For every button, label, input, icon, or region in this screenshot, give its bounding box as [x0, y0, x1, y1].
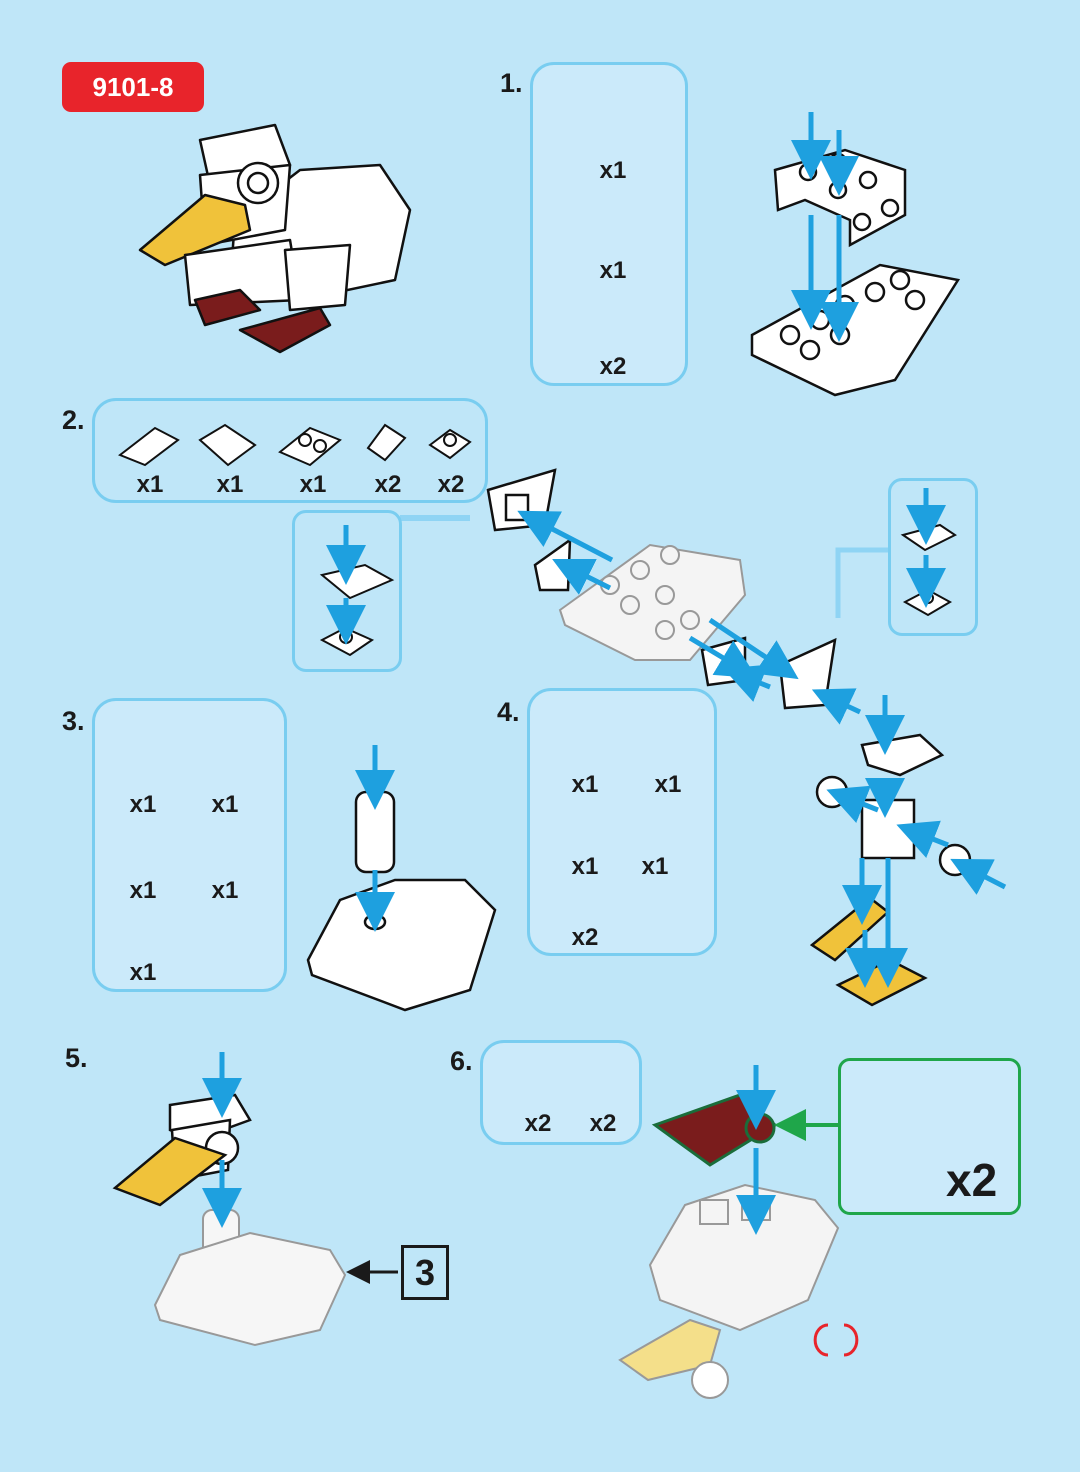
- step-4-qty-1: x1: [571, 771, 599, 798]
- step-2-number: 2.: [62, 405, 85, 435]
- rotate-icon: [813, 1323, 859, 1357]
- model-code-badge: 9101-8: [62, 62, 204, 112]
- step-6-parts-panel: x2 x2: [480, 1040, 642, 1145]
- step-1-qty-1: x1: [599, 157, 627, 184]
- step-3-qty-1: x1: [129, 791, 157, 818]
- step2-assembly: [558, 543, 747, 661]
- step3-assembly: [306, 790, 497, 1012]
- step-4-qty-3: x1: [571, 853, 599, 880]
- step-4-qty-5: x2: [571, 924, 599, 951]
- step-3-qty-5: x1: [129, 959, 157, 986]
- step-3-qty-4: x1: [211, 877, 239, 904]
- step2-arrows: [517, 510, 862, 725]
- step1-arrows: [791, 112, 859, 342]
- step-6-subassembly-panel: x2: [838, 1058, 1021, 1215]
- step-3-parts-panel: x1 x1 x1 x1 x1: [92, 698, 287, 992]
- step-3-qty-2: x1: [211, 791, 239, 818]
- step-6-qty-2: x2: [589, 1110, 617, 1137]
- step5-head: [112, 1093, 252, 1207]
- step-1-parts-panel: x1 x1 x2: [530, 62, 688, 386]
- step-2-parts-panel: x1 x1 x1 x2 x2: [92, 398, 488, 503]
- step-2-qty-1: x1: [136, 471, 164, 498]
- step5-assembly: [153, 1209, 347, 1347]
- step1-assembly: [750, 148, 961, 397]
- step-4-number: 4.: [497, 697, 520, 727]
- step2-callout-link-right: [835, 547, 888, 618]
- step-2-qty-5: x2: [437, 471, 465, 498]
- step-1-qty-3: x2: [599, 353, 627, 380]
- step-1-number: 1.: [500, 68, 523, 98]
- step-2-qty-4: x2: [374, 471, 402, 498]
- step-6-subassembly-multiplier: x2: [946, 1154, 998, 1206]
- finished-duck-model: [138, 123, 412, 354]
- step-6-number: 6.: [450, 1046, 473, 1076]
- step-2-qty-2: x1: [216, 471, 244, 498]
- step-6-qty-1: x2: [524, 1110, 552, 1137]
- step2-subarrows: [326, 488, 946, 645]
- step-1-qty-2: x1: [599, 257, 627, 284]
- step6-assembly: [618, 1183, 840, 1399]
- step-3-qty-3: x1: [129, 877, 157, 904]
- step-5-reference-box: 3: [401, 1245, 449, 1300]
- step4-assembly: [809, 733, 972, 1007]
- step2-parts: [118, 423, 472, 467]
- step-2-subassembly-right: [888, 478, 978, 636]
- step-2-qty-3: x1: [299, 471, 327, 498]
- step-4-qty-4: x1: [641, 853, 669, 880]
- step-5-number: 5.: [65, 1043, 88, 1073]
- step-4-parts-panel: x1 x1 x1 x1 x2: [527, 688, 717, 956]
- step-2-subassembly-left: [292, 510, 402, 672]
- step-3-number: 3.: [62, 706, 85, 736]
- step4-arrows: [826, 695, 1007, 988]
- model-code-label: 9101-8: [92, 71, 174, 102]
- step-4-qty-2: x1: [654, 771, 682, 798]
